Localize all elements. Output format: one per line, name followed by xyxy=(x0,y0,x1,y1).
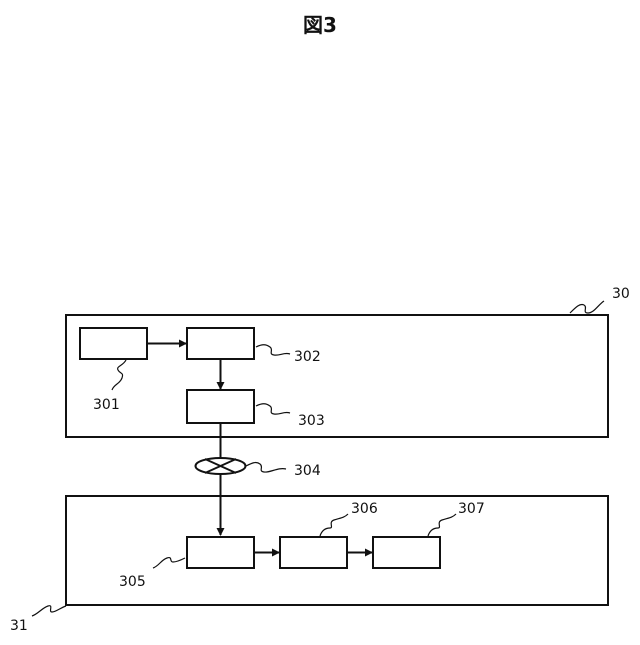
block-307 xyxy=(373,537,440,568)
block-306-label: 306 xyxy=(351,501,378,517)
connector-304-leader xyxy=(246,463,286,473)
block-306-leader xyxy=(320,514,348,536)
block-303-leader xyxy=(256,404,290,414)
connector-304-symbol xyxy=(196,458,246,474)
block-305-leader xyxy=(153,558,185,568)
unit-31-leader xyxy=(32,606,66,616)
block-303-label: 303 xyxy=(298,413,325,429)
figure-title: 図3 xyxy=(303,13,337,37)
block-301-label: 301 xyxy=(93,397,120,413)
block-301 xyxy=(80,328,147,359)
connector-304-label: 304 xyxy=(294,463,321,479)
block-301-leader xyxy=(112,360,126,390)
block-302-label: 302 xyxy=(294,349,321,365)
block-305 xyxy=(187,537,254,568)
block-302 xyxy=(187,328,254,359)
unit-31-label: 31 xyxy=(10,618,28,634)
block-307-label: 307 xyxy=(458,501,485,517)
block-305-label: 305 xyxy=(119,574,146,590)
block-306 xyxy=(280,537,347,568)
block-303 xyxy=(187,390,254,423)
block-302-leader xyxy=(256,345,290,355)
unit-30-leader xyxy=(570,301,604,313)
unit-30-label: 30 xyxy=(612,286,630,302)
block-307-leader xyxy=(428,514,456,536)
